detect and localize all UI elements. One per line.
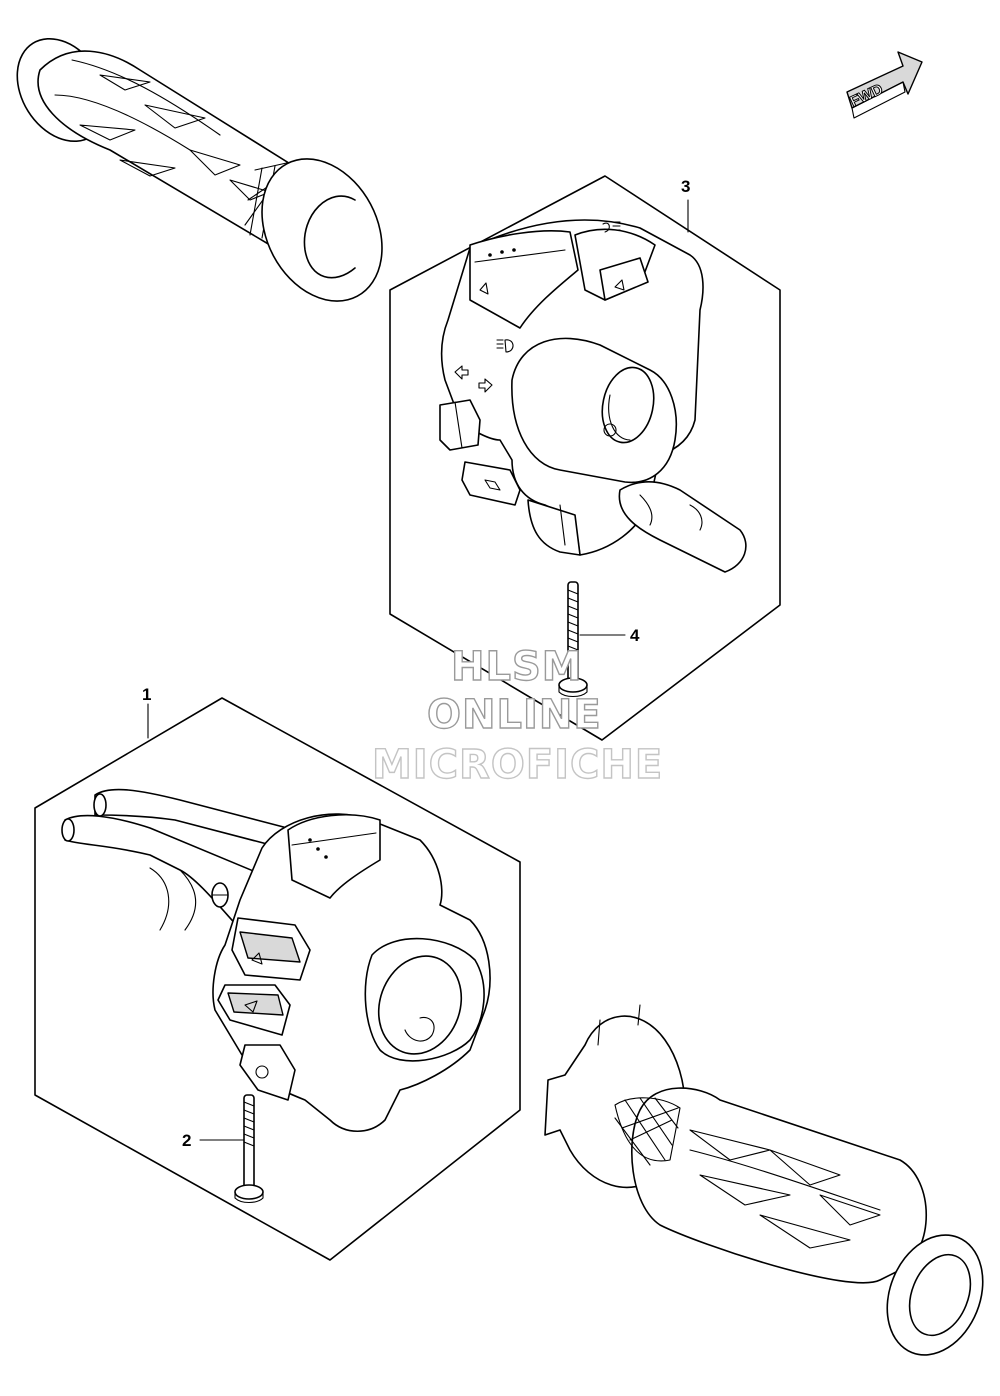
part-2-screw[interactable]: 2 [182, 1094, 264, 1204]
right-handlebar-switch[interactable] [439, 219, 747, 573]
callout-1: 1 [142, 685, 151, 704]
fwd-arrow-icon: FWD [846, 51, 923, 119]
callout-2: 2 [182, 1131, 191, 1150]
watermark-line-1: HLSM [451, 644, 583, 690]
part-3-assembly-box: 3 [389, 175, 781, 741]
right-handlebar-grip[interactable] [544, 1004, 1000, 1369]
watermark-line-2: ONLINE [427, 692, 602, 738]
left-handlebar-switch[interactable] [61, 788, 491, 1132]
watermark-line-3: MICROFICHE [372, 742, 663, 788]
part-1-assembly-box: 1 [34, 685, 521, 1261]
watermark: HLSM ONLINE MICROFICHE [371, 643, 663, 788]
callout-4: 4 [630, 626, 640, 645]
callout-3: 3 [681, 177, 690, 196]
part-4-screw[interactable]: 4 [558, 581, 640, 698]
left-handlebar-grip[interactable] [0, 22, 406, 322]
